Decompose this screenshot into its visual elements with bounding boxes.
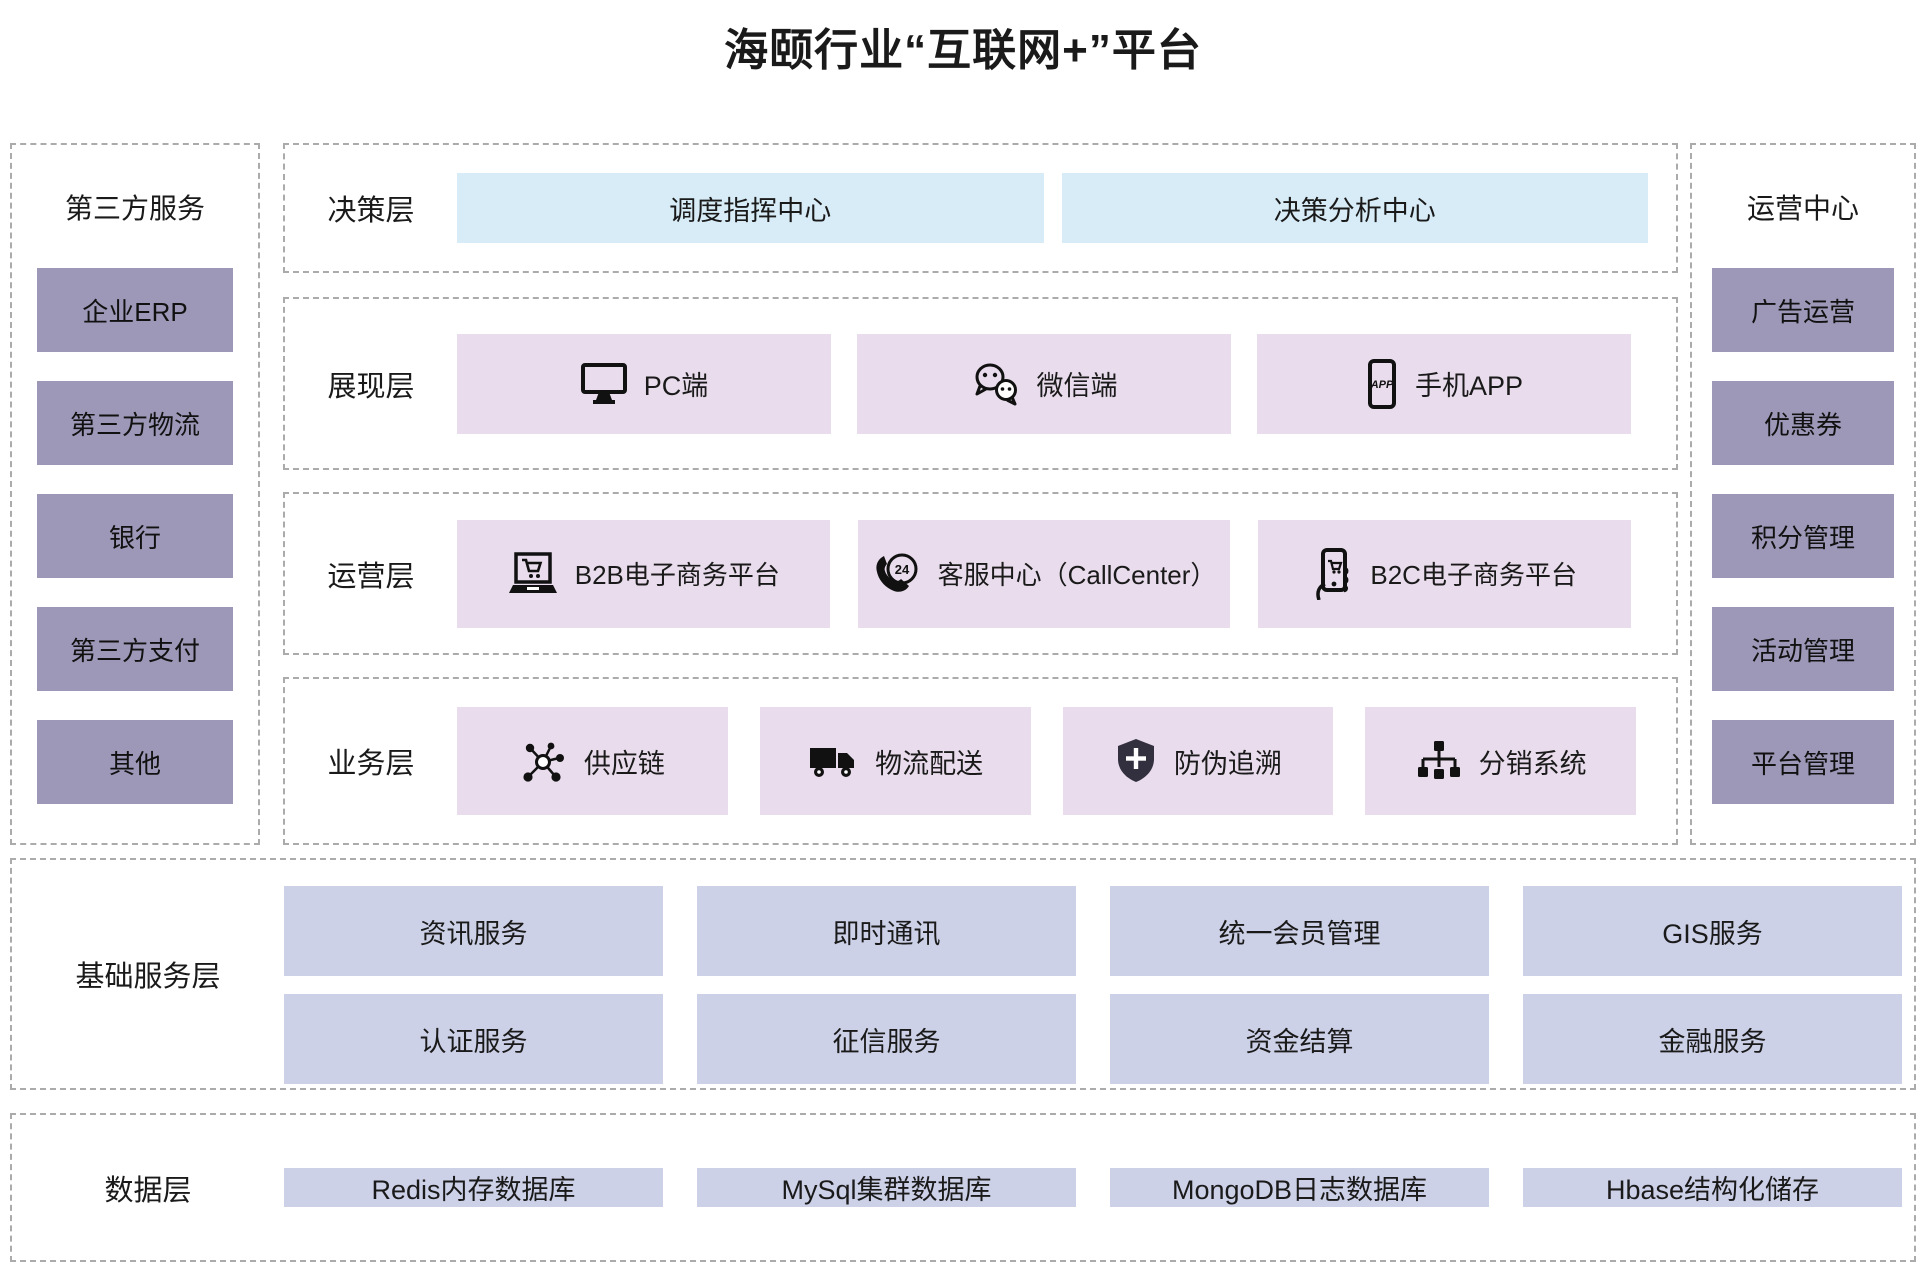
- truck-icon: [807, 740, 859, 782]
- operation-center-title: 运营中心: [1746, 192, 1859, 224]
- b2b-ecommerce-box: B2B电子商务平台: [457, 519, 830, 628]
- sitemap-icon: [1415, 739, 1463, 783]
- b2c-ecommerce-box: B2C电子商务平台: [1258, 519, 1632, 628]
- pc-client-label: PC端: [643, 371, 709, 401]
- business-layer: 业务层: [283, 677, 1678, 845]
- hbase-storage-box: Hbase结构化储存: [1523, 1168, 1902, 1207]
- supply-network-icon: [520, 738, 568, 784]
- service-info-box: 资讯服务: [284, 886, 663, 976]
- supply-chain-box: 供应链: [457, 707, 728, 815]
- page-title: 海颐行业“互联网+”平台: [724, 26, 1202, 75]
- service-settlement-box: 资金结算: [1110, 994, 1489, 1084]
- business-layer-content: 供应链 物流配送: [457, 707, 1636, 815]
- supply-chain-label: 供应链: [583, 748, 665, 779]
- pc-client-box: PC端: [457, 333, 831, 434]
- mobile-app-label: 手机APP: [1414, 371, 1524, 401]
- svg-text:APP: APP: [1370, 379, 1394, 391]
- service-auth-box: 认证服务: [284, 994, 663, 1084]
- logistics-delivery-label: 物流配送: [875, 748, 984, 779]
- service-gis-box: GIS服务: [1523, 886, 1902, 976]
- smartphone-app-icon: APP: [1365, 358, 1399, 410]
- business-layer-label: 业务层: [327, 748, 415, 780]
- mongodb-db-box: MongoDB日志数据库: [1110, 1168, 1489, 1207]
- third-party-item-bank: 银行: [37, 494, 233, 578]
- wechat-client-box: 微信端: [857, 333, 1231, 434]
- b2c-ecommerce-label: B2C电子商务平台: [1370, 560, 1577, 590]
- shield-plus-icon: [1114, 737, 1158, 785]
- operation-layer-label: 运营层: [327, 560, 415, 593]
- decision-analysis-center-box: 决策分析中心: [1061, 173, 1648, 243]
- third-party-item-other: 其他: [37, 720, 233, 804]
- data-layer-grid: Redis内存数据库 MySql集群数据库 MongoDB日志数据库 Hbase…: [284, 1138, 1914, 1238]
- distribution-system-box: 分销系统: [1365, 707, 1636, 815]
- decision-layer-label: 决策层: [327, 195, 415, 227]
- third-party-item-payment: 第三方支付: [37, 607, 233, 691]
- operation-layer-content: B2B电子商务平台 24 客服中心（CallCenter）: [457, 519, 1632, 628]
- third-party-title: 第三方服务: [64, 192, 205, 224]
- service-credit-box: 征信服务: [697, 994, 1076, 1084]
- distribution-system-label: 分销系统: [1478, 748, 1587, 779]
- ops-item-ads: 广告运营: [1712, 268, 1894, 352]
- mysql-db-box: MySql集群数据库: [697, 1168, 1076, 1207]
- data-layer-label: 数据层: [104, 1174, 192, 1207]
- wechat-icon: [971, 360, 1021, 408]
- service-im-box: 即时通讯: [697, 886, 1076, 976]
- svg-text:24: 24: [894, 562, 909, 577]
- dispatch-command-center-box: 调度指挥中心: [457, 173, 1044, 243]
- base-services-grid: 资讯服务 即时通讯 统一会员管理 GIS服务 认证服务 征信服务 资金结算 金融…: [284, 860, 1914, 1088]
- laptop-cart-icon: [507, 551, 559, 597]
- third-party-item-erp: 企业ERP: [37, 268, 233, 352]
- third-party-item-logistics: 第三方物流: [37, 381, 233, 465]
- hand-phone-cart-icon: [1312, 547, 1354, 600]
- anti-counterfeit-box: 防伪追溯: [1062, 707, 1334, 815]
- ops-item-activity: 活动管理: [1712, 607, 1894, 691]
- logistics-delivery-box: 物流配送: [759, 707, 1031, 815]
- operation-center-panel: 运营中心 广告运营 优惠券 积分管理 活动管理 平台管理: [1690, 143, 1916, 845]
- monitor-icon: [580, 362, 628, 406]
- ops-item-platform: 平台管理: [1712, 720, 1894, 804]
- callcenter-box: 24 客服中心（CallCenter）: [857, 519, 1231, 628]
- redis-db-box: Redis内存数据库: [284, 1168, 663, 1207]
- callcenter-label: 客服中心（CallCenter）: [937, 560, 1217, 590]
- service-finance-box: 金融服务: [1523, 994, 1902, 1084]
- decision-layer-content: 调度指挥中心 决策分析中心: [457, 173, 1648, 243]
- base-services-label: 基础服务层: [75, 961, 221, 993]
- decision-layer: 决策层 调度指挥中心 决策分析中心: [283, 143, 1678, 273]
- ops-item-points: 积分管理: [1712, 494, 1894, 578]
- callcenter-24-icon: 24: [872, 551, 922, 597]
- presentation-layer-content: PC端 微信端: [457, 333, 1631, 434]
- mobile-app-box: APP 手机APP: [1257, 333, 1631, 434]
- base-services-layer: 基础服务层 资讯服务 即时通讯 统一会员管理 GIS服务 认证服务 征信服务 资…: [10, 858, 1916, 1090]
- data-layer: 数据层 Redis内存数据库 MySql集群数据库 MongoDB日志数据库 H…: [10, 1113, 1916, 1262]
- service-member-box: 统一会员管理: [1110, 886, 1489, 976]
- anti-counterfeit-label: 防伪追溯: [1173, 748, 1282, 779]
- third-party-panel: 第三方服务 企业ERP 第三方物流 银行 第三方支付 其他: [10, 143, 260, 845]
- operation-layer: 运营层 B2B电子商务平台 24: [283, 492, 1678, 655]
- wechat-client-label: 微信端: [1036, 371, 1118, 401]
- presentation-layer: 展现层 PC端: [283, 297, 1678, 470]
- presentation-layer-label: 展现层: [327, 370, 415, 403]
- ops-item-coupon: 优惠券: [1712, 381, 1894, 465]
- b2b-ecommerce-label: B2B电子商务平台: [574, 560, 780, 590]
